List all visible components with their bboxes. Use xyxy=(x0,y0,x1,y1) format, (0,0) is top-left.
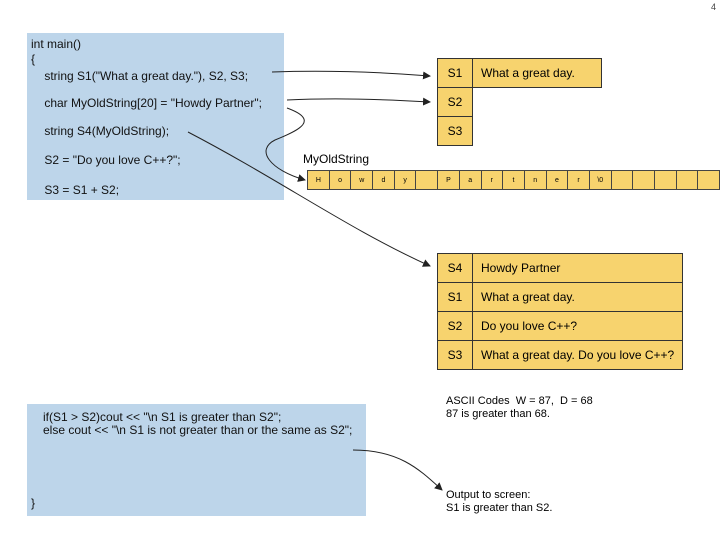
table-row: S3 xyxy=(437,116,602,146)
code-box-top: int main() { string S1("What a great day… xyxy=(27,33,284,200)
array-cell: d xyxy=(373,171,395,189)
arrow-chararray-to-array xyxy=(265,107,306,182)
code-line-3: string S1("What a great day."), S2, S3; xyxy=(31,69,249,83)
array-cell: a xyxy=(460,171,482,189)
table-row: S3 What a great day. Do you love C++? xyxy=(437,340,684,370)
ascii-note: ASCII Codes W = 87, D = 68 87 is greater… xyxy=(446,395,593,421)
table-row: S2 xyxy=(437,87,602,117)
code-line-2: { xyxy=(31,52,36,66)
code-line-else: else cout << "\n S1 is not greater than … xyxy=(43,423,353,437)
code-line-close: } xyxy=(31,496,36,510)
ascii-note-line-2: 87 is greater than 68. xyxy=(446,408,550,420)
arrow-s4-to-table xyxy=(187,131,431,267)
array-cell: r xyxy=(568,171,590,189)
var-label: S3 xyxy=(437,116,473,146)
arrow-s1-to-table xyxy=(271,70,431,80)
array-cell: H xyxy=(308,171,330,189)
array-cell: n xyxy=(525,171,547,189)
char-array: H o w d y P a r t n e r \0 xyxy=(307,170,720,190)
array-cell: e xyxy=(547,171,569,189)
output-note: Output to screen: S1 is greater than S2. xyxy=(446,489,552,515)
string-table-initial: S1 What a great day. S2 S3 xyxy=(437,58,602,146)
array-cell xyxy=(633,171,655,189)
var-value: Do you love C++? xyxy=(471,311,684,341)
var-label: S2 xyxy=(437,311,473,341)
var-label: S3 xyxy=(437,340,473,370)
array-cell: r xyxy=(482,171,504,189)
array-cell: y xyxy=(395,171,417,189)
ascii-note-line-1: ASCII Codes W = 87, D = 68 xyxy=(446,395,593,407)
code-line-6: S2 = "Do you love C++?"; xyxy=(31,153,181,167)
var-label: S1 xyxy=(437,282,473,312)
var-value: What a great day. xyxy=(472,58,602,88)
array-cell xyxy=(655,171,677,189)
array-cell: o xyxy=(330,171,352,189)
array-cell: w xyxy=(351,171,374,189)
string-table-final: S4 Howdy Partner S1 What a great day. S2… xyxy=(437,253,684,370)
output-note-line-1: Output to screen: xyxy=(446,489,531,501)
output-note-line-2: S1 is greater than S2. xyxy=(446,502,553,514)
var-value: What a great day. Do you love C++? xyxy=(471,340,684,370)
array-label: MyOldString xyxy=(303,152,370,166)
array-cell xyxy=(612,171,634,189)
array-cell xyxy=(677,171,699,189)
code-line-7: S3 = S1 + S2; xyxy=(31,183,120,197)
code-line-if: if(S1 > S2)cout << "\n S1 is greater tha… xyxy=(43,410,282,424)
arrow-output xyxy=(352,449,443,491)
table-row: S1 What a great day. xyxy=(437,58,602,88)
array-cell xyxy=(416,171,439,189)
page-number: 4 xyxy=(710,2,716,12)
array-cell: t xyxy=(503,171,525,189)
code-line-1: int main() xyxy=(31,37,82,51)
var-label: S2 xyxy=(437,87,473,117)
table-row: S2 Do you love C++? xyxy=(437,311,684,341)
code-box-bottom: if(S1 > S2)cout << "\n S1 is greater tha… xyxy=(27,404,366,516)
array-cell: \0 xyxy=(590,171,612,189)
arrow-chararray-to-table xyxy=(286,97,431,106)
code-line-5: string S4(MyOldString); xyxy=(31,124,170,138)
array-cell: P xyxy=(438,171,460,189)
code-line-4: char MyOldString[20] = "Howdy Partner"; xyxy=(31,96,262,110)
